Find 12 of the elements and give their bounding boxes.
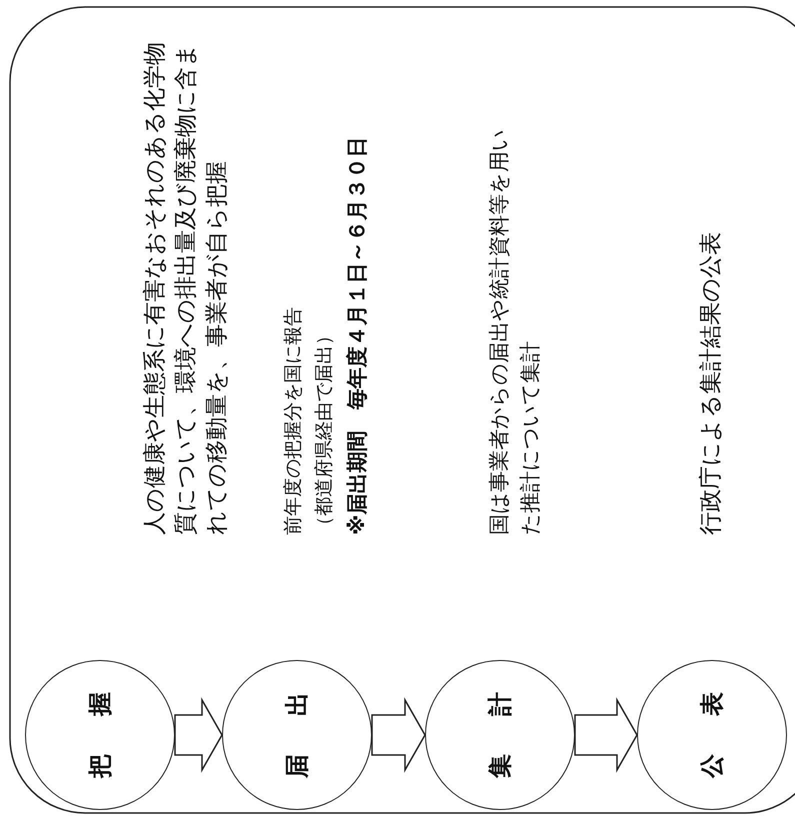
description-text: 人の健康や生態系に有害なおそれのある化学物質について、環境への排出量及び廃棄物に含まれての移動量を、事業者が自ら把握 (141, 41, 231, 535)
step-label: 公表 (697, 653, 727, 778)
block-arrow (371, 697, 426, 773)
block-arrow (174, 697, 223, 773)
step-label: 把握 (85, 653, 115, 778)
block-arrow (574, 697, 638, 773)
description-text: 前年度の把握分を国に報告（都道府県経由で届出） (281, 306, 336, 535)
step-label: 届出 (282, 653, 312, 778)
step-label: 集計 (485, 653, 515, 778)
description-text: 国は事業者からの届出や統計資料等を用いた推計について集計 (486, 128, 543, 535)
description-text: 行政庁による集計結果の公表 (697, 231, 725, 535)
deadline-note: ※届出期間 毎年度４月１日～６月３０日 (344, 136, 370, 535)
